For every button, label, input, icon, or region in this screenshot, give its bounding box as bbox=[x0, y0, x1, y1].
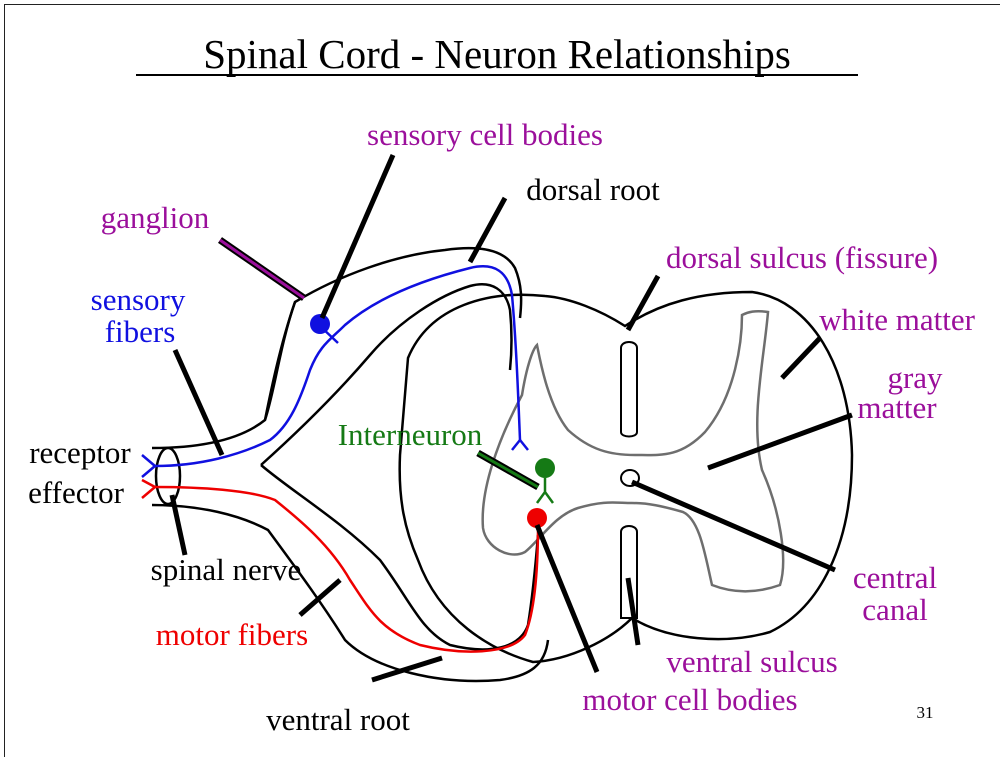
leader-sensory-cell-bodies bbox=[322, 155, 393, 318]
interneuron-cell-body bbox=[535, 458, 555, 478]
receptor-ending bbox=[142, 455, 155, 477]
label-effector: effector bbox=[28, 475, 124, 510]
label-interneuron: Interneuron bbox=[338, 417, 483, 452]
label-white-matter: white matter bbox=[819, 302, 975, 337]
label-fibers: fibers bbox=[105, 314, 176, 349]
page-number: 31 bbox=[917, 703, 934, 722]
ventral-sulcus-slot bbox=[621, 526, 637, 618]
leader-motor-fibers bbox=[300, 580, 340, 615]
leader-dorsal-root bbox=[470, 198, 505, 262]
label-spinal-nerve: spinal nerve bbox=[151, 552, 302, 587]
label-dorsal-sulcus: dorsal sulcus (fissure) bbox=[666, 240, 938, 275]
leader-ganglion-inner bbox=[220, 240, 304, 298]
label-motor-cell-bodies: motor cell bodies bbox=[582, 682, 797, 717]
leader-spinal-nerve bbox=[172, 495, 185, 555]
page-title: Spinal Cord - Neuron Relationships bbox=[203, 31, 791, 77]
label-receptor: receptor bbox=[29, 435, 131, 470]
leader-sensory-fibers bbox=[175, 350, 222, 455]
label-canal: canal bbox=[862, 592, 927, 627]
effector-ending bbox=[142, 480, 155, 498]
spinal-nerve-ring bbox=[156, 448, 180, 504]
label-central: central bbox=[853, 560, 937, 595]
label-matter: matter bbox=[857, 390, 937, 425]
label-ganglion: ganglion bbox=[101, 200, 210, 235]
label-dorsal-root: dorsal root bbox=[526, 172, 660, 207]
label-sensory-cell-bodies: sensory cell bodies bbox=[367, 117, 603, 152]
label-ventral-root: ventral root bbox=[266, 702, 410, 737]
dorsal-sulcus-slot bbox=[621, 342, 637, 437]
label-sensory: sensory bbox=[91, 282, 186, 317]
label-motor-fibers: motor fibers bbox=[156, 617, 308, 652]
label-ventral-sulcus: ventral sulcus bbox=[666, 644, 837, 679]
